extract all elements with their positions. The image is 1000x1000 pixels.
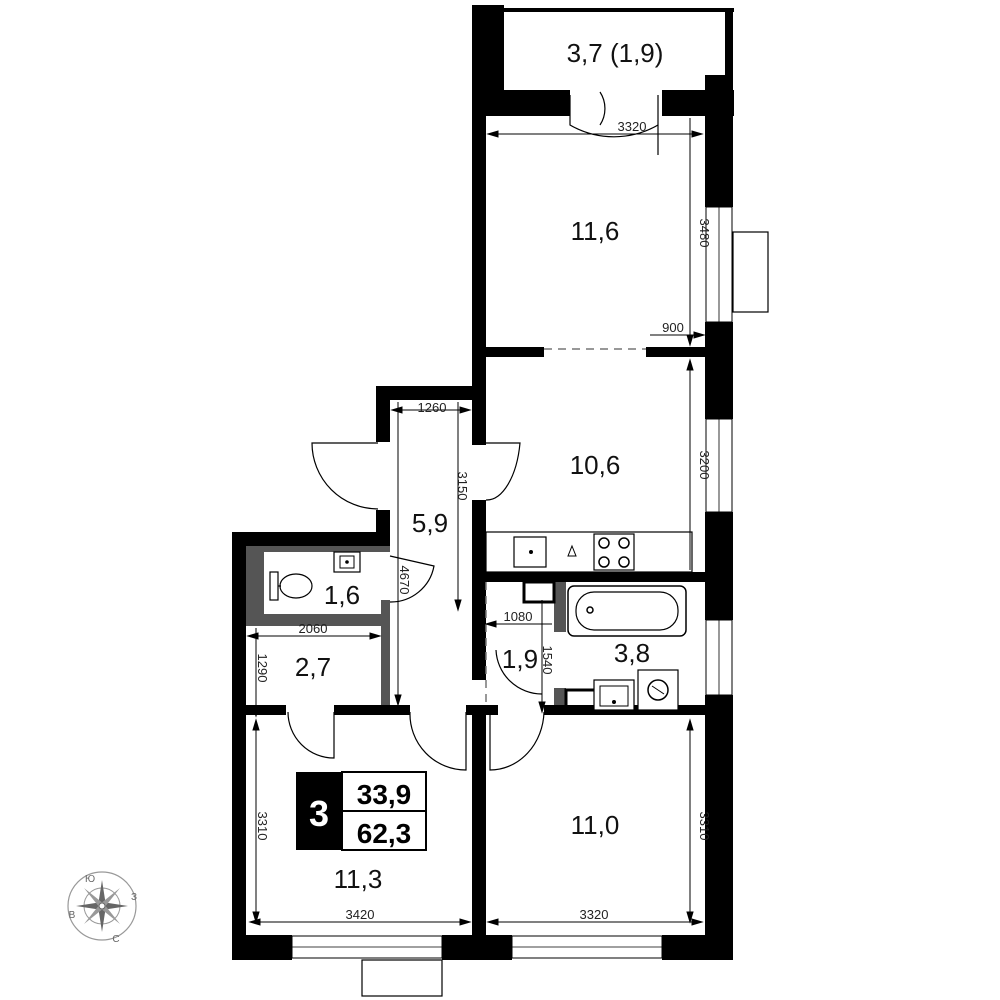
room-bathroom-area: 3,8 (614, 638, 650, 668)
compass-west: В (69, 910, 76, 921)
dim-3150: 3150 (455, 472, 470, 501)
compass-icon: Ю З С В (67, 871, 137, 945)
dim-3200: 3200 (697, 451, 712, 480)
dimension-labels: 3320 3480 900 1260 3150 3200 4670 2060 1… (255, 119, 712, 922)
bathtub (567, 585, 687, 637)
room-labels: 3,7 (1,9) 11,6 10,6 5,9 1,6 2,7 1,9 3,8 … (295, 38, 663, 894)
dim-2060: 2060 (299, 621, 328, 636)
room-bedroom-left-area: 11,3 (334, 864, 383, 894)
room-bedroom-top-area: 11,6 (571, 216, 620, 246)
compass-north: Ю (85, 874, 95, 885)
dim-3310-left: 3310 (255, 812, 270, 841)
fixtures (269, 531, 693, 711)
area-summary-badge: 3 33,9 62,3 (296, 771, 427, 851)
room-storage-area: 2,7 (295, 652, 331, 682)
room-bedroom-right-area: 11,0 (571, 810, 620, 840)
dim-3480: 3480 (697, 219, 712, 248)
dim-3320-top: 3320 (618, 119, 647, 134)
dim-4670: 4670 (397, 566, 412, 595)
bathroom-sink (593, 679, 635, 711)
dim-1260: 1260 (418, 400, 447, 415)
room-wc-area: 1,6 (324, 580, 360, 610)
dim-1540: 1540 (540, 646, 555, 675)
room-kitchen-area: 10,6 (570, 450, 621, 480)
toilet-bowl (279, 573, 313, 599)
rooms-count: 3 (309, 793, 329, 834)
living-area: 33,9 (357, 779, 412, 810)
dimension-lines (246, 118, 706, 926)
doors (287, 91, 659, 771)
toilet-tank (269, 571, 279, 601)
dim-3310-right: 3310 (697, 812, 712, 841)
dim-1080: 1080 (504, 609, 533, 624)
dim-1290: 1290 (255, 654, 270, 683)
dim-3320-bottom: 3320 (580, 907, 609, 922)
dim-3420: 3420 (346, 907, 375, 922)
room-corridor-area: 1,9 (502, 644, 538, 674)
total-area: 62,3 (357, 818, 412, 849)
room-balcony-area: 3,7 (1,9) (567, 38, 664, 68)
kitchen-sink (513, 536, 547, 568)
faucet-icon (567, 544, 577, 557)
compass-south: С (112, 934, 119, 945)
kitchen-counter (485, 531, 693, 573)
stove (593, 533, 635, 571)
dim-900: 900 (662, 320, 684, 335)
compass-east: З (131, 892, 137, 903)
room-hall-area: 5,9 (412, 508, 448, 538)
